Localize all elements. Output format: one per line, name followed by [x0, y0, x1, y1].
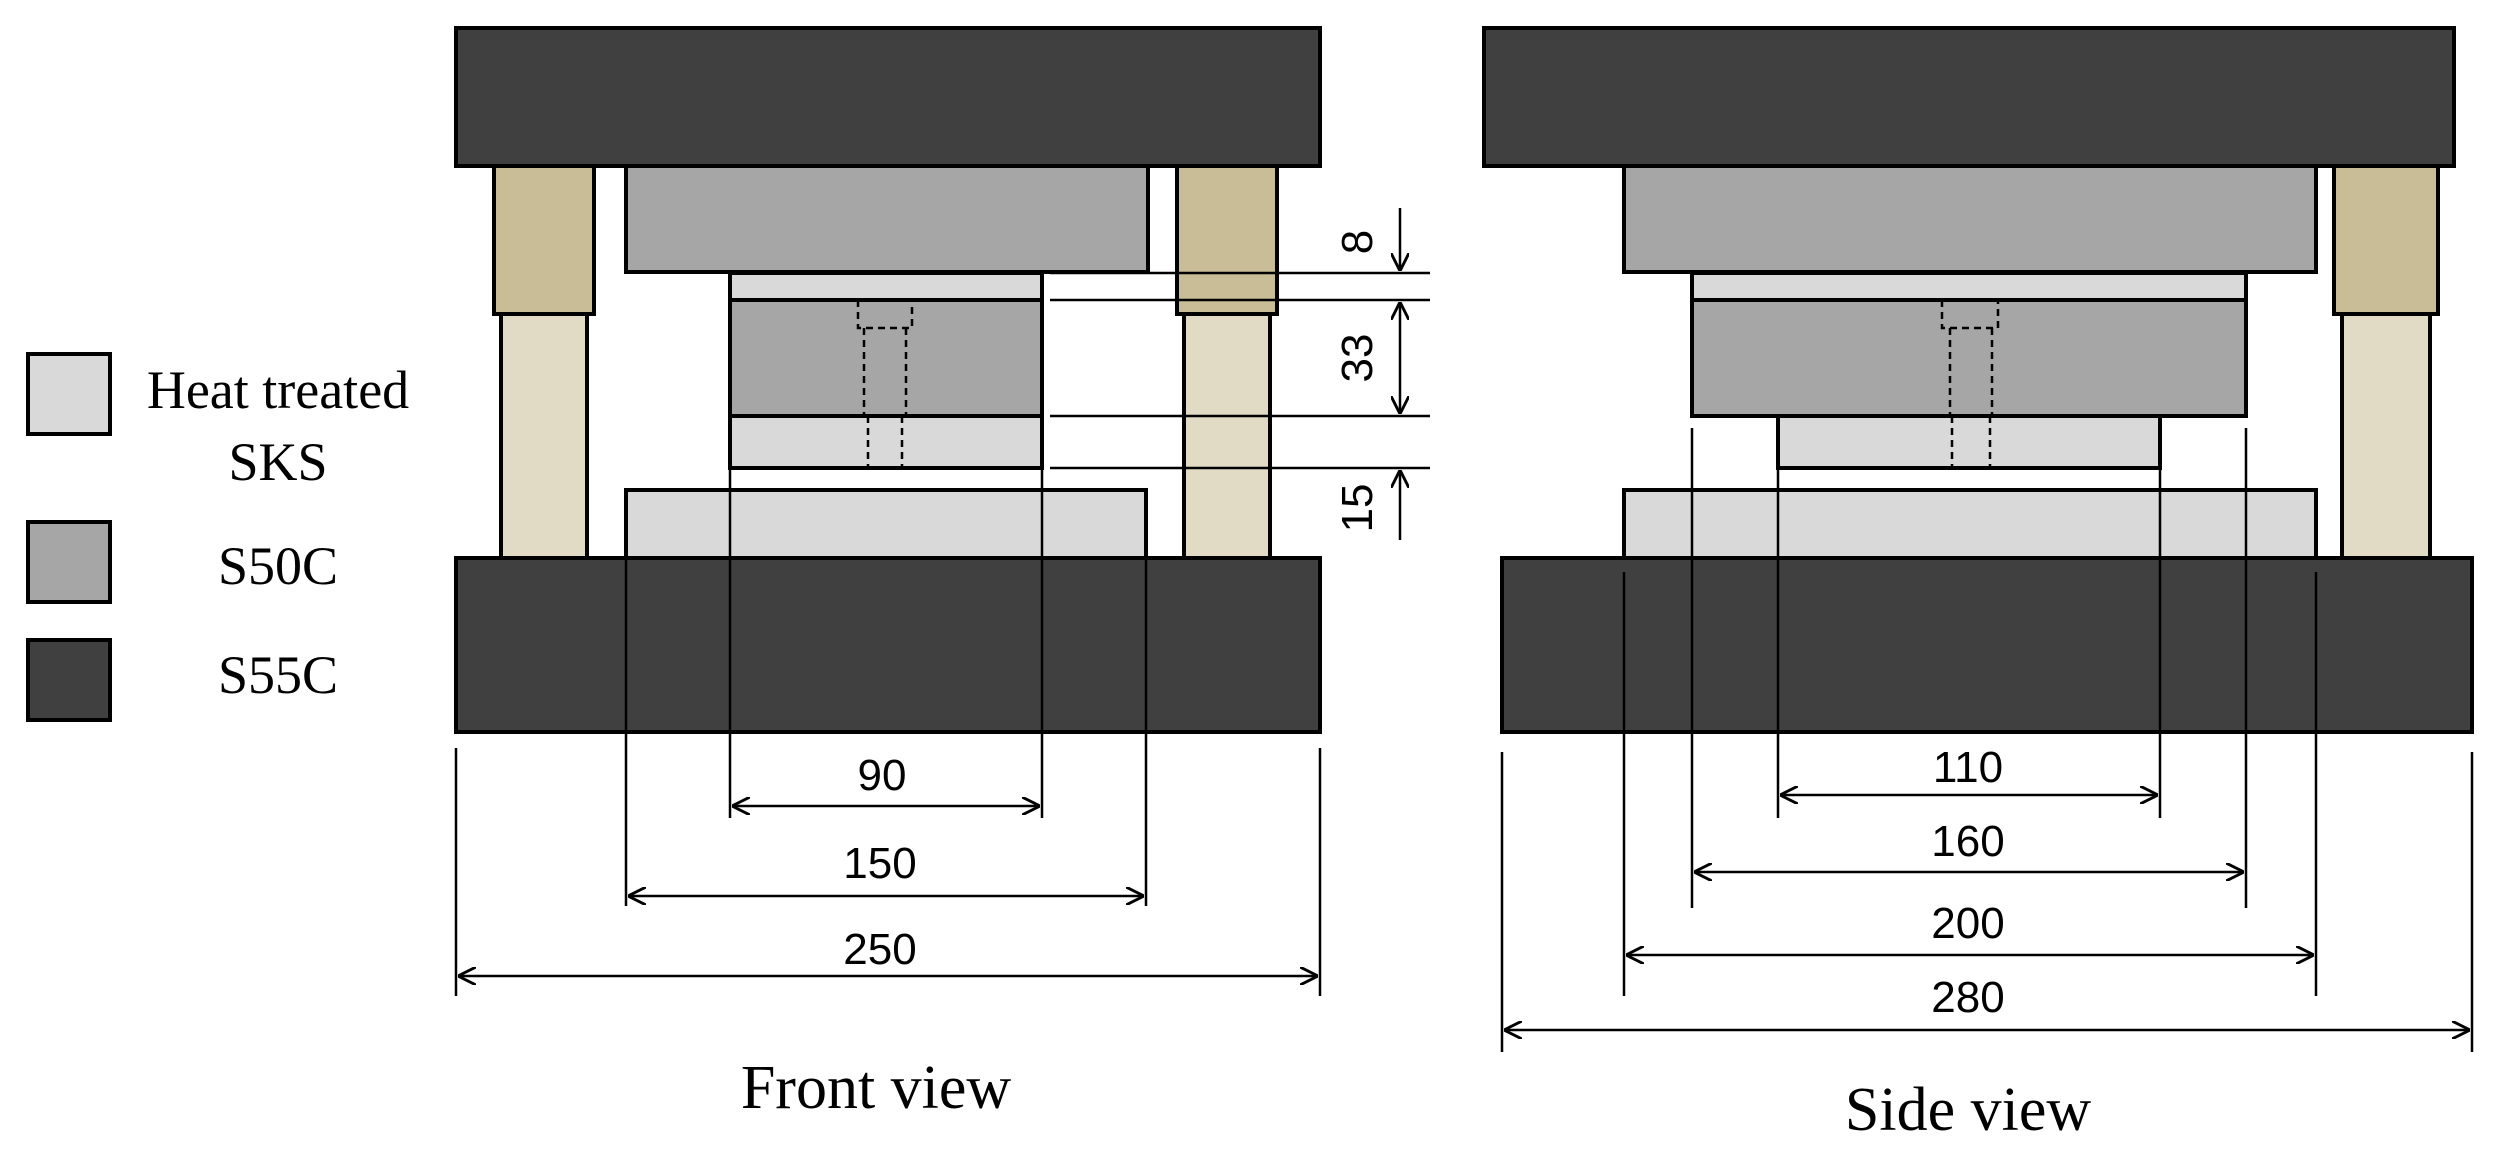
front-thickness-label-33: 33: [1333, 334, 1382, 383]
legend-label-heat-treated: Heat treated: [147, 360, 409, 420]
front-top-plate: [454, 26, 1322, 168]
front-extension-lines: [454, 271, 1430, 996]
front-thin-plate: [728, 271, 1044, 302]
legend-swatch-s50c: [26, 520, 112, 604]
front-thickness-label-15: 15: [1333, 484, 1382, 533]
side-upper-holder: [1622, 164, 2318, 274]
front-view: 90 150 250 8 33 15 Front view: [454, 26, 1430, 1122]
legend-swatch-heat-treated-sks: [26, 352, 112, 436]
side-dim-label-110: 110: [1933, 743, 2003, 792]
side-top-plate: [1482, 26, 2456, 168]
legend: Heat treated SKS S50C S55C: [26, 352, 409, 722]
side-dim-label-200: 200: [1931, 899, 2004, 948]
front-dim-label-250: 250: [843, 925, 916, 974]
front-dim-label-90: 90: [858, 751, 907, 800]
front-right-guide-bushing: [1175, 164, 1279, 316]
front-left-guide-post: [499, 312, 589, 560]
side-extension-lines: [1500, 428, 2474, 1052]
legend-label-s55c: S55C: [218, 645, 338, 705]
side-view: 110 160 200 280 Side view: [1482, 26, 2474, 1144]
front-view-caption: Front view: [741, 1054, 1012, 1122]
front-thickness-label-8: 8: [1333, 230, 1382, 254]
front-dim-label-150: 150: [843, 839, 916, 888]
side-thin-plate: [1690, 271, 2248, 302]
front-die-plate: [624, 488, 1148, 560]
front-left-guide-bushing: [492, 164, 596, 316]
side-die-plate: [1622, 488, 2318, 560]
side-guide-post: [2340, 312, 2432, 560]
legend-label-sks: SKS: [228, 432, 327, 492]
side-guide-bushing: [2332, 164, 2440, 316]
front-bolt-hidden-lines: [856, 300, 914, 468]
side-dim-label-280: 280: [1931, 973, 2004, 1022]
side-bottom-plate: [1500, 556, 2474, 734]
front-bottom-plate: [454, 556, 1322, 734]
front-upper-holder: [624, 164, 1150, 274]
front-stripper-plate: [728, 414, 1044, 470]
front-right-guide-post: [1182, 312, 1272, 560]
side-dim-label-160: 160: [1931, 817, 2004, 866]
side-stripper-plate: [1776, 414, 2162, 470]
front-punch-holder: [728, 298, 1044, 418]
side-view-caption: Side view: [1845, 1076, 2091, 1144]
legend-label-s50c: S50C: [218, 536, 338, 596]
legend-swatch-s55c: [26, 638, 112, 722]
side-punch-holder: [1690, 298, 2248, 418]
